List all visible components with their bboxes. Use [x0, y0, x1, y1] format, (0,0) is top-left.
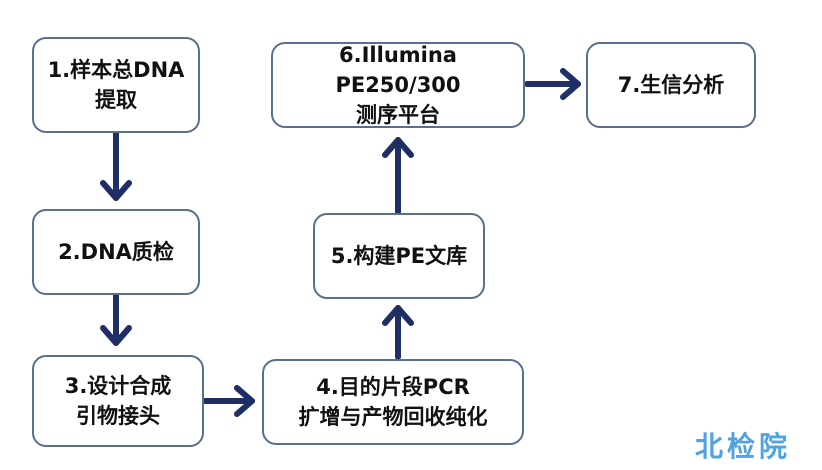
step-3-line1: 3.设计合成	[64, 374, 172, 398]
step-2-box: 2.DNA质检	[32, 209, 200, 295]
step-4-line1: 4.目的片段PCR	[316, 375, 470, 399]
arrowhead-step3-to-step4	[234, 385, 255, 417]
step-7-box: 7.生信分析	[586, 42, 756, 128]
watermark-text: 北检院	[695, 430, 792, 463]
step-5-line1: 5.构建PE文库	[330, 244, 468, 268]
step-1-line2: 提取	[95, 88, 137, 112]
step-1-box: 1.样本总DNA 提取	[32, 37, 200, 133]
arrowhead-step2-to-step3	[100, 325, 132, 346]
step-5-box: 5.构建PE文库	[313, 213, 485, 299]
step-6-line1: 6.Illumina PE250/300	[335, 43, 461, 97]
step-6-line2: 测序平台	[356, 103, 440, 127]
step-6-box: 6.Illumina PE250/300 测序平台	[271, 42, 525, 128]
step-1-line1: 1.样本总DNA	[47, 58, 185, 82]
step-7-line1: 7.生信分析	[617, 73, 725, 97]
step-3-box: 3.设计合成 引物接头	[32, 355, 204, 447]
step-3-line2: 引物接头	[76, 404, 160, 428]
step-4-line2: 扩增与产物回收纯化	[298, 405, 488, 429]
arrowhead-step1-to-step2	[100, 180, 132, 201]
arrowhead-step6-to-step7	[560, 68, 581, 100]
arrowhead-step5-to-step6	[382, 137, 414, 158]
arrowhead-step4-to-step5	[382, 305, 414, 326]
step-2-line1: 2.DNA质检	[58, 240, 174, 264]
step-4-box: 4.目的片段PCR 扩增与产物回收纯化	[262, 359, 524, 445]
